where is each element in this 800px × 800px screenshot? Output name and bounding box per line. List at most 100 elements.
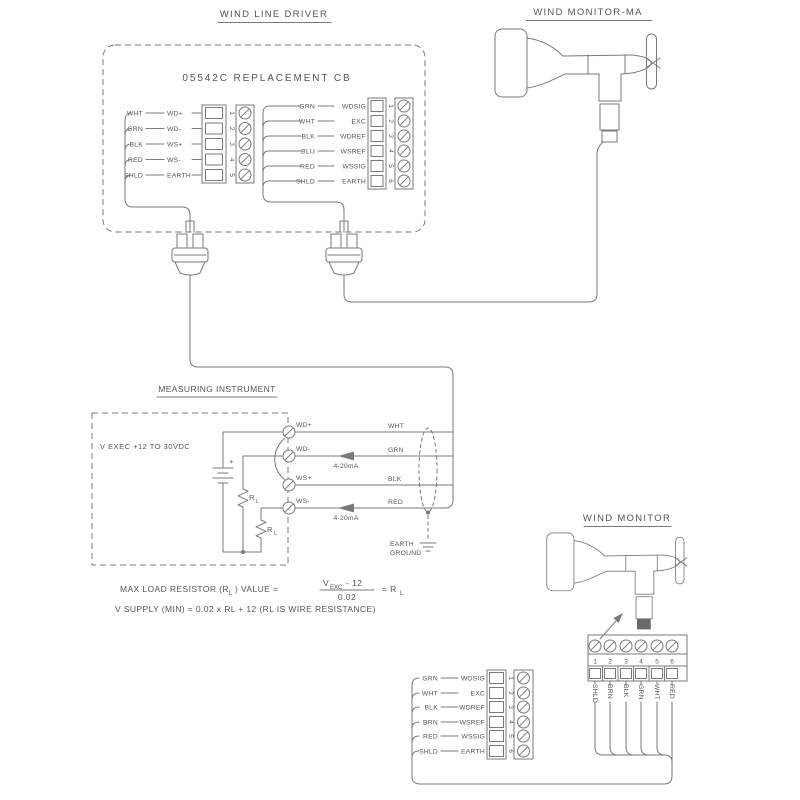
formula-line1-b: ) VALUE =: [235, 584, 278, 594]
wire-label: RED: [128, 157, 143, 164]
signal-label: WDSIG: [461, 676, 485, 683]
terminal-number: 1: [228, 111, 235, 115]
wire-label: BRN: [423, 720, 438, 727]
earth-ground-label-2: GROUND: [390, 550, 421, 557]
wind-line-driver-title: WIND LINE DRIVER: [220, 9, 328, 20]
screw-column: [394, 97, 414, 190]
signal-label: WS-: [167, 157, 181, 164]
wire-label: GRN: [422, 676, 438, 683]
terminal-number: 2: [228, 127, 235, 131]
pointer-arrow: [599, 613, 623, 640]
signal-label: WD-: [167, 126, 181, 133]
terminal-number: 1: [507, 676, 514, 680]
resistor-label: R: [249, 493, 255, 502]
wire-label: RED: [300, 164, 315, 171]
sensor-cable: [343, 141, 604, 303]
wire-color-label: BLK: [388, 476, 402, 483]
wire-label: SHLD: [419, 749, 438, 756]
wire-label: BLK: [425, 705, 439, 712]
supply-voltage-label: V EXEC +12 TO 30VDC: [100, 442, 190, 451]
terminal-number: 6: [387, 179, 394, 183]
terminal-row: SHLD EARTH 6: [419, 744, 530, 758]
signal-label: WS+: [167, 142, 183, 149]
load-resistor-1: R L: [237, 455, 283, 553]
terminal-label: WS+: [296, 475, 312, 482]
signal-label: WD+: [167, 111, 183, 118]
wire-label: GRN: [299, 104, 315, 111]
wire-label: GRN: [127, 126, 143, 133]
signal-label: WSREF: [459, 720, 485, 727]
measuring-instrument-title: MEASURING INSTRUMENT: [158, 384, 276, 394]
current-arrow-icon: [338, 451, 354, 461]
current-loop-annotation-2: 4-20mA: [334, 503, 359, 522]
terminal-row: RED WS- 4: [128, 153, 252, 166]
wire-label: RED: [423, 734, 438, 741]
wind-monitor-ma-title: WIND MONITOR-MA: [533, 7, 643, 18]
terminal-row: SHLD EARTH 5: [124, 168, 252, 182]
terminal-number: 5: [655, 659, 659, 666]
wire-label: WHT: [299, 119, 315, 126]
wire-label: BLK: [130, 142, 144, 149]
terminal-number: 5: [507, 734, 514, 738]
signal-label: WDREF: [340, 134, 366, 141]
signal-label: EARTH: [342, 179, 366, 186]
current-loop-label: 4-20mA: [334, 463, 359, 470]
signal-label: EXC: [470, 691, 485, 698]
monitor-terminal-strip: 1 2 3 4 5 6: [587, 634, 688, 682]
block-body: [367, 97, 387, 190]
resistor-label: R: [267, 525, 273, 534]
earth-ground-label-1: EARTH: [390, 541, 414, 548]
signal-label: WSSIG: [461, 734, 485, 741]
formula-numerator-b: - 12: [346, 578, 362, 588]
wire-color-label: RED: [668, 684, 675, 699]
wire-label: BLK: [302, 134, 316, 141]
screw-column: [235, 104, 255, 184]
wind-monitor-ma-section: WIND MONITOR-MA: [343, 7, 661, 303]
signal-label: EARTH: [167, 173, 191, 180]
load-resistor-2: R L: [255, 507, 283, 553]
terminal-row: BLK WDREF 3: [268, 129, 411, 143]
measuring-instrument-section: MEASURING INSTRUMENT V EXEC +12 TO 30VDC…: [91, 384, 454, 566]
station-cable-bus: [411, 677, 673, 785]
terminal-number: 2: [387, 119, 394, 123]
instrument-enclosure: [91, 412, 289, 566]
formula-block: MAX LOAD RESISTOR (R L ) VALUE = V EXC -…: [115, 578, 404, 614]
terminal-number: 1: [593, 659, 597, 666]
block-body: [587, 634, 688, 682]
wind-monitor-title: WIND MONITOR: [583, 513, 671, 524]
current-arrow-icon: [338, 503, 354, 513]
cable-bus: [124, 112, 191, 233]
terminal-row: BRN WSREF 4: [423, 715, 530, 729]
current-loop-annotation-1: 4-20mA: [334, 451, 359, 470]
formula-line1-c-sub: L: [400, 591, 404, 597]
signal-wires: [295, 431, 454, 509]
terminal-number: 5: [228, 173, 235, 177]
resistor-subscript: L: [256, 499, 259, 505]
wind-monitor-sensor: [546, 532, 688, 630]
wire-hooks: [124, 128, 132, 183]
formula-line1-c: = R: [382, 584, 397, 594]
screw-column: [513, 669, 534, 760]
terminal-label: WD+: [296, 422, 312, 429]
terminal-row: RED WSSIG 5: [423, 729, 530, 743]
terminal-number: 4: [639, 659, 643, 666]
signal-label: WSREF: [340, 149, 366, 156]
terminal-row: WHT EXC 2: [422, 686, 530, 700]
driver-to-instrument-cable: [189, 274, 454, 509]
formula-numerator-v: V: [323, 578, 329, 588]
wire-color-label: BRN: [606, 684, 613, 699]
earth-ground-icon: [419, 542, 437, 552]
wire-label: SHLD: [296, 179, 315, 186]
battery-plus-label: +: [229, 457, 234, 466]
terminal-row: GRN WD- 2: [127, 122, 252, 135]
terminal-number: 4: [387, 149, 394, 153]
terminal-label: WD-: [296, 446, 310, 453]
wire-color-label: GRN: [637, 684, 644, 700]
wire-color-label: RED: [388, 499, 403, 506]
formula-denominator: 0.02: [338, 592, 356, 602]
wire-hooks: [411, 692, 420, 759]
terminal-number: 6: [670, 659, 674, 666]
terminal-row: WHT WD+ 1: [127, 106, 252, 120]
terminal-number: 2: [507, 691, 514, 695]
wire-color-label: GRN: [388, 447, 404, 454]
